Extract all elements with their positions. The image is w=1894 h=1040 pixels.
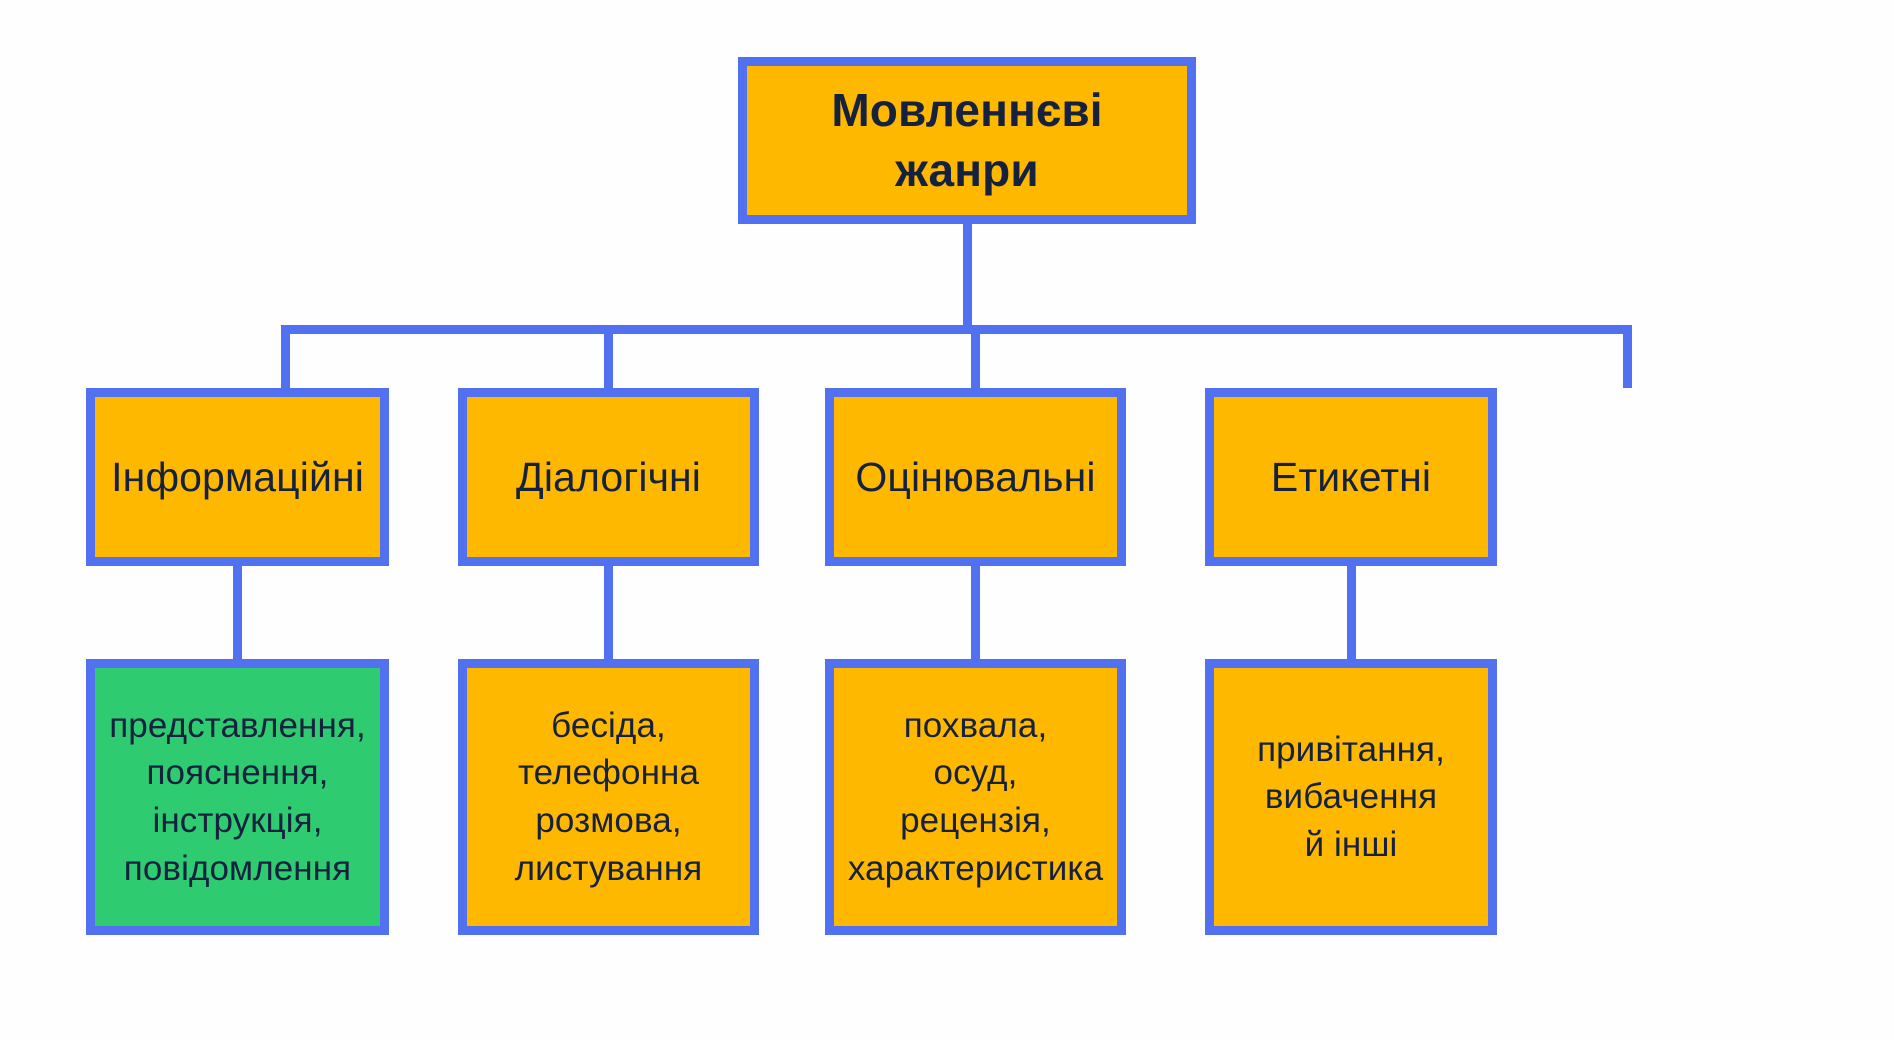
category-label-dialogic: Діалогічні bbox=[515, 453, 702, 500]
connector-root-stem bbox=[963, 224, 972, 325]
examples-node-evaluative: похвала, осуд, рецензія, характеристика bbox=[825, 659, 1126, 935]
examples-node-dialogic: бесіда, телефонна розмова, листування bbox=[458, 659, 759, 935]
category-label-informational: Інформаційні bbox=[111, 453, 364, 500]
category-label-evaluative: Оцінювальні bbox=[855, 453, 1096, 500]
examples-node-informational: представлення, пояснення, інструкція, по… bbox=[86, 659, 389, 935]
examples-node-etiquette: привітання, вибачення й інші bbox=[1205, 659, 1497, 935]
connector-drop-informational bbox=[281, 325, 290, 388]
connector-drop-etiquette bbox=[1623, 325, 1632, 388]
examples-label-etiquette: привітання, вибачення й інші bbox=[1257, 729, 1445, 864]
connector-drop-dialogic bbox=[604, 325, 613, 388]
connector-horizontal-bus bbox=[281, 325, 1632, 334]
category-node-informational: Інформаційні bbox=[86, 388, 389, 566]
connector-link-dialogic-examples bbox=[604, 566, 613, 659]
connector-link-etiquette-examples bbox=[1347, 566, 1356, 659]
root-node-label: Мовленнєві жанри bbox=[831, 83, 1103, 196]
connector-link-evaluative-examples bbox=[971, 566, 980, 659]
category-node-dialogic: Діалогічні bbox=[458, 388, 759, 566]
root-node-speech-genres: Мовленнєві жанри bbox=[738, 57, 1196, 224]
category-label-etiquette: Етикетні bbox=[1270, 453, 1432, 500]
connector-drop-evaluative bbox=[971, 325, 980, 388]
category-node-etiquette: Етикетні bbox=[1205, 388, 1497, 566]
connector-link-informational-examples bbox=[233, 566, 242, 659]
examples-label-informational: представлення, пояснення, інструкція, по… bbox=[109, 705, 366, 888]
category-node-evaluative: Оцінювальні bbox=[825, 388, 1126, 566]
examples-label-evaluative: похвала, осуд, рецензія, характеристика bbox=[847, 705, 1104, 888]
examples-label-dialogic: бесіда, телефонна розмова, листування bbox=[514, 705, 703, 888]
